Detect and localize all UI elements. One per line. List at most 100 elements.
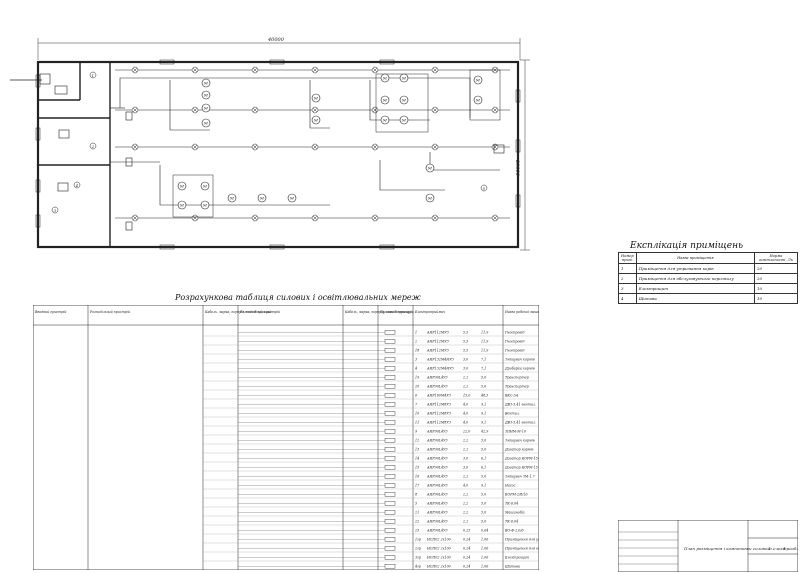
cell-text: 11,9 <box>481 339 488 343</box>
motor-symbol <box>399 115 409 125</box>
cell-text: 11 <box>415 420 419 424</box>
starter-symbol <box>384 420 396 425</box>
starter-symbol <box>384 447 396 452</box>
motor-label: M <box>382 98 388 103</box>
motor-symbol <box>425 193 435 203</box>
lamp-cross <box>312 144 318 150</box>
column-header: Кабель, марка, переріз, спосіб проклад. <box>204 310 273 314</box>
room-markers <box>51 71 488 214</box>
motor-symbol <box>311 115 321 125</box>
motor-symbol <box>380 95 390 105</box>
cell-text: 4,0 <box>462 483 468 487</box>
motor-symbol <box>177 181 187 191</box>
cell-text: 5,0 <box>481 501 486 505</box>
cell-text: 11,9 <box>481 348 488 352</box>
starter-symbol <box>384 375 396 380</box>
dimension-width <box>37 38 521 60</box>
cell-text: 2,2 <box>462 510 468 514</box>
motor-symbol <box>201 103 211 113</box>
starter-symbol <box>384 546 396 551</box>
light-fixtures <box>131 66 499 222</box>
cell-text: 12 <box>415 438 419 442</box>
cell-text: 2,2 <box>462 447 468 451</box>
lighting-lines <box>115 69 510 219</box>
motor-label: M <box>401 76 407 81</box>
cell-text: 2,2 <box>462 474 468 478</box>
cell-text: 22,0 <box>462 429 470 433</box>
motor-label: M <box>475 78 481 83</box>
cell-text: Змішувач кормів <box>505 357 535 361</box>
lamp-cross <box>132 107 138 113</box>
room-number: 2 <box>618 273 637 284</box>
motor-symbol <box>200 200 210 210</box>
cell-text: 5,0 <box>481 510 486 514</box>
cell-text: 6,1 <box>481 465 486 469</box>
cell-text: Змішувач ЗМ-1,7 <box>505 474 536 478</box>
cell-text: АИР90L4У3 <box>426 528 448 532</box>
room-lux: 20 <box>754 263 798 274</box>
lamp-cross <box>372 67 378 73</box>
cell-text: Машинобіз <box>504 510 525 514</box>
cell-text: 1гр <box>415 537 422 541</box>
room-lux: 20 <box>754 273 798 284</box>
room-number-label: 1 <box>92 73 95 78</box>
lamp-cross <box>372 215 378 221</box>
cell-text: АИР112М8У3 <box>426 411 451 415</box>
cell-text: 3 <box>415 357 417 361</box>
column-header: Пускова апаратура <box>379 310 414 314</box>
cell-text: АИР112МУ3 <box>426 330 449 334</box>
lamp-cross <box>312 67 318 73</box>
starter-symbol <box>384 528 396 533</box>
motor-label: M <box>427 166 433 171</box>
cell-text: 1,06 <box>481 564 488 568</box>
lamp-cross <box>192 144 198 150</box>
room-name: Приміщення для утримання корів <box>635 263 756 274</box>
cell-text: 2,2 <box>462 438 468 442</box>
motor-symbol <box>200 181 210 191</box>
lamp-cross <box>372 144 378 150</box>
cell-text: 4,0 <box>462 420 468 424</box>
dimension-width-label: 40000 <box>267 37 285 43</box>
cell-text: 4,0 <box>462 411 468 415</box>
cell-text: 7 <box>415 402 418 406</box>
motor-label: M <box>229 196 235 201</box>
room-lux: 10 <box>754 293 798 304</box>
starter-symbol <box>384 483 396 488</box>
cell-text: 5,0 <box>481 474 486 478</box>
motor-symbol <box>201 118 211 128</box>
cell-text: 3,0 <box>463 465 468 469</box>
cell-text: НСП02 2х100 <box>426 555 451 559</box>
starter-symbol <box>384 537 396 542</box>
lamp-cross <box>432 107 438 113</box>
lamp-cross <box>492 107 498 113</box>
inner-walls <box>38 62 111 247</box>
motor-label: M <box>313 96 319 101</box>
lamp-cross <box>192 107 198 113</box>
title-block-text: План розміщення і компоновки силового ел… <box>683 546 798 551</box>
cell-text: 42,9 <box>480 429 488 433</box>
cell-text: 23 <box>414 528 419 532</box>
motor-label: M <box>313 118 319 123</box>
column-header: Вводний пристрій <box>34 310 66 314</box>
motor-symbol <box>177 200 187 210</box>
cell-text: АИР90L4У3 <box>426 429 448 433</box>
motor-symbol <box>311 93 321 103</box>
cell-text: АИР112М8У3 <box>426 402 451 406</box>
starter-symbol <box>384 411 396 416</box>
cell-text: 0,24 <box>463 546 470 550</box>
room-number: 4 <box>618 293 637 304</box>
room-name: Щитова <box>635 293 756 304</box>
motor-symbol <box>380 115 390 125</box>
cell-text: 2гр <box>414 546 422 550</box>
lamp-cross <box>252 144 258 150</box>
motor-symbol <box>473 95 483 105</box>
cell-text: АИР160М4У3 <box>426 393 451 397</box>
cell-text: Приміщення для обслуговуючого персоналу <box>504 546 539 550</box>
lamp-cross <box>252 67 258 73</box>
room-name: Приміщення для обслуговуючого персоналу <box>635 273 756 284</box>
room-number: 1 <box>618 263 637 274</box>
motor-label: M <box>382 118 388 123</box>
cell-text: 4гр <box>414 564 422 568</box>
motor-label: M <box>179 203 185 208</box>
